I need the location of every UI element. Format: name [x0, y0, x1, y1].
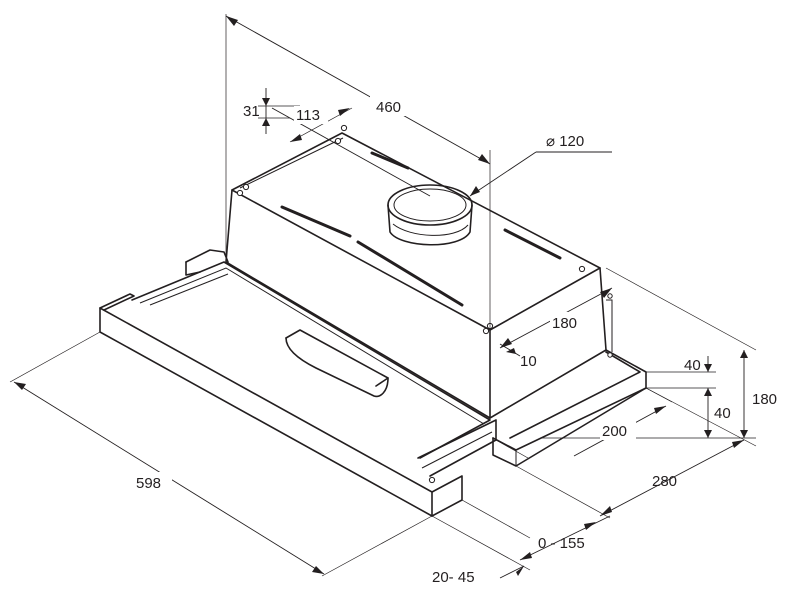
dim-heights	[540, 267, 757, 439]
label-20-45: 20- 45	[432, 569, 475, 586]
label-200: 200	[602, 423, 627, 440]
label-40-top: 40	[684, 357, 701, 374]
exhaust-collar	[387, 184, 473, 246]
dim-20-45	[431, 499, 531, 579]
dim-120	[469, 151, 612, 197]
dim-0-155	[495, 439, 611, 561]
dim-598	[9, 331, 433, 577]
lower-frame	[185, 249, 647, 467]
top-slots	[280, 151, 562, 307]
dim-460	[225, 14, 491, 330]
label-10: 10	[520, 353, 537, 370]
dim-10	[499, 343, 521, 357]
label-180-height: 180	[752, 391, 777, 408]
label-280: 280	[652, 473, 677, 490]
label-113: 113	[296, 107, 320, 124]
label-180-depth: 180	[552, 315, 577, 332]
dim-280	[515, 387, 757, 519]
label-diameter-120: ⌀ 120	[546, 133, 584, 150]
label-460: 460	[376, 99, 401, 116]
dim-31	[258, 88, 300, 134]
mounting-holes	[236, 124, 586, 335]
label-598: 598	[136, 475, 161, 492]
label-40-bottom: 40	[714, 405, 731, 422]
label-31: 31	[243, 103, 260, 120]
label-0-155: 0 - 155	[538, 535, 585, 552]
